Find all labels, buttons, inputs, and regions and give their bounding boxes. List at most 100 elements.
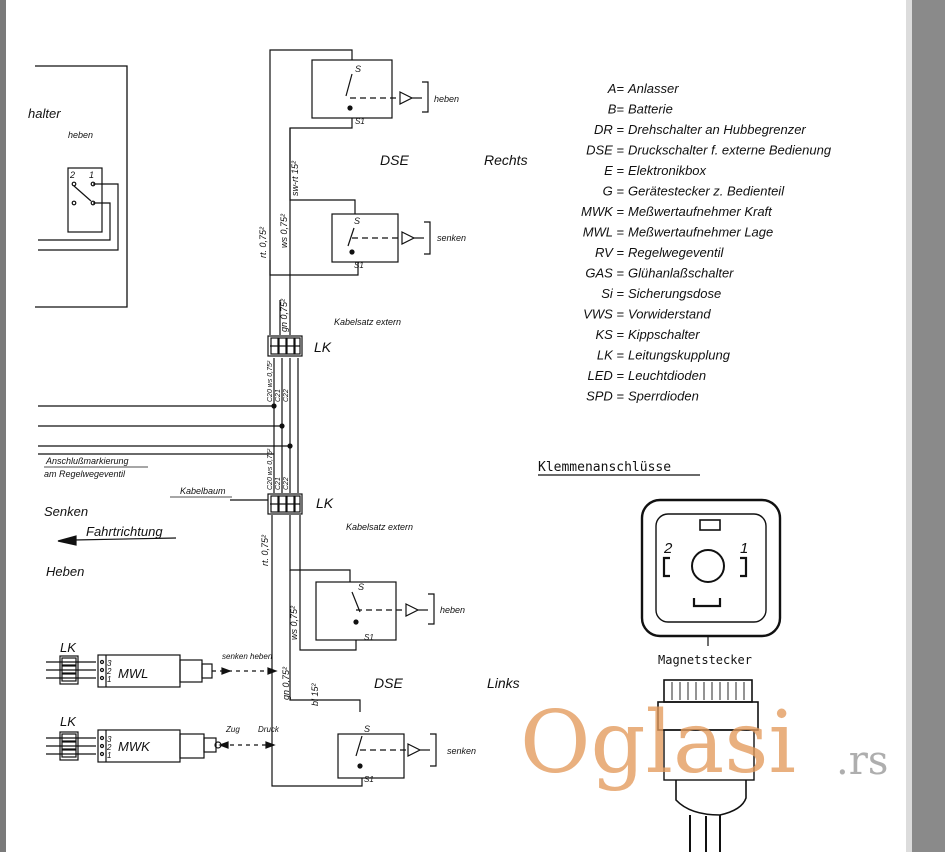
wire-c22-lower: C22 [283, 477, 290, 490]
svg-text:S: S [364, 724, 370, 734]
dse-left-senken-label: senken [447, 746, 476, 756]
dse-right-senken-switch: S S1 senken [331, 213, 466, 270]
legend-code: DSE = [586, 143, 624, 158]
links-label: Links [487, 675, 520, 691]
regelwegeventil-label: am Regelwegeventil [44, 469, 126, 479]
dse-right-heben-switch: S S1 heben [311, 59, 459, 126]
wire-rt-lower: rt. 0,75² [260, 534, 270, 566]
magnetstecker-caption: Magnetstecker [658, 653, 752, 667]
dse-left-heben-switch: S S1 heben [315, 581, 465, 642]
fahrtrichtung-label: Fahrtrichtung [86, 524, 163, 539]
legend-code: G = [603, 184, 625, 199]
wire-gn-lower: gn 0,75² [281, 666, 291, 700]
dse-right-senken-label: senken [437, 233, 466, 243]
zug-label: Zug [225, 725, 240, 734]
dse-left-senken-switch: S S1 senken [337, 724, 476, 784]
lk-mwl-label: LK [60, 640, 77, 655]
legend-description: Leuchtdioden [628, 368, 706, 383]
klemmen-title: Klemmenanschlüsse [538, 460, 671, 475]
pin-2-label: 2 [663, 540, 673, 557]
legend-code: MWL = [583, 225, 625, 240]
mwk-sensor: 3 2 1 MWK Zug Druck LK [46, 714, 280, 763]
wire-swrt: sw-rt 15² [290, 160, 300, 196]
mwl-label: MWL [118, 666, 148, 681]
right-page-shadow [906, 0, 912, 852]
mwk-label: MWK [118, 739, 151, 754]
kabelsatz-extern-upper: Kabelsatz extern [334, 317, 401, 327]
svg-text:2: 2 [106, 743, 112, 752]
legend-description: Meßwertaufnehmer Lage [628, 225, 773, 240]
lk-connector-upper [267, 335, 303, 357]
switch-pin-1: 1 [89, 170, 94, 180]
svg-text:S: S [358, 582, 364, 592]
wire-c21-lower: C21 [275, 477, 282, 490]
left-page-edge [0, 0, 6, 852]
svg-text:1: 1 [107, 675, 111, 684]
wire-gn-upper: gn 0,75² [279, 298, 289, 332]
svg-text:S1: S1 [364, 775, 374, 784]
legend-code: RV = [595, 245, 624, 260]
watermark-logo: Oglasi [520, 693, 796, 793]
legend-code: DR = [594, 122, 624, 137]
anschluss-label: Anschlußmarkierung [45, 456, 129, 466]
pin-1-label: 1 [740, 540, 748, 557]
svg-text:1: 1 [107, 751, 111, 760]
svg-text:S1: S1 [355, 117, 365, 126]
wire-c21-upper: C21 [275, 389, 282, 402]
legend-description: Elektronikbox [628, 163, 707, 178]
kabelbaum-label: Kabelbaum [180, 486, 226, 496]
kabelsatz-extern-lower: Kabelsatz extern [346, 522, 413, 532]
legend-code: KS = [595, 327, 624, 342]
rechts-label: Rechts [484, 152, 528, 168]
legend-code: MWK = [581, 204, 624, 219]
right-page-edge [912, 0, 945, 852]
legend-code: SPD = [586, 389, 624, 404]
senken-heben-label: senken heben [222, 652, 273, 661]
wire-bl: bl 15² [310, 682, 320, 706]
main-bus [38, 49, 363, 787]
legend-description: Kippschalter [628, 327, 700, 342]
druck-label: Druck [258, 725, 280, 734]
wire-c20-upper: C20 ws 0,75² [267, 360, 274, 402]
legend-description: Gerätestecker z. Bedienteil [628, 184, 785, 199]
wire-ws-upper: ws 0,75² [279, 213, 289, 248]
svg-text:S: S [355, 64, 361, 74]
schalter-heben-label: heben [68, 130, 93, 140]
legend-description: Meßwertaufnehmer Kraft [628, 204, 773, 219]
fahrtrichtung-arrow [57, 535, 177, 546]
legend-description: Sicherungsdose [628, 286, 721, 301]
legend-description: Vorwiderstand [628, 307, 711, 322]
lk-lower-label: LK [316, 495, 334, 511]
legend-description: Regelwegeventil [628, 245, 725, 260]
svg-text:S: S [354, 216, 360, 226]
legend-description: Batterie [628, 102, 673, 117]
legend-description: Leitungskupplung [628, 348, 731, 363]
oglasi-watermark: Oglasi .rs [520, 693, 888, 793]
lk-upper-label: LK [314, 339, 332, 355]
diagram-labels: DSE Rechts DSE Links Kabelsatz extern Ka… [44, 152, 528, 691]
mwl-sensor: 3 2 1 MWL senken heben LK [46, 640, 278, 688]
legend-code: LK = [597, 348, 625, 363]
wire-rt-upper: rt. 0,75² [258, 226, 268, 258]
legend-description: Glühanlaßschalter [628, 266, 734, 281]
legend-description: Sperrdioden [628, 389, 699, 404]
switch-pin-2: 2 [69, 170, 75, 180]
svg-text:2: 2 [106, 667, 112, 676]
legend-code: B= [608, 102, 625, 117]
wire-labels: rt. 0,75² ws 0,75² sw-rt 15² gn 0,75² C2… [258, 160, 320, 706]
wire-c22-upper: C22 [283, 389, 290, 402]
schalter-box: halter heben 2 1 [28, 65, 128, 308]
svg-text:3: 3 [107, 735, 112, 744]
heben-direction-label: Heben [46, 564, 84, 579]
dse-right-heben-label: heben [434, 94, 459, 104]
legend-code: E = [604, 163, 624, 178]
legend-description: Druckschalter f. externe Bedienung [628, 143, 832, 158]
schalter-label: halter [28, 106, 61, 121]
lk-connector-lower [267, 493, 303, 515]
legend-description: Drehschalter an Hubbegrenzer [628, 122, 806, 137]
legend-code: LED = [588, 368, 625, 383]
legend-description: Anlasser [627, 81, 679, 96]
